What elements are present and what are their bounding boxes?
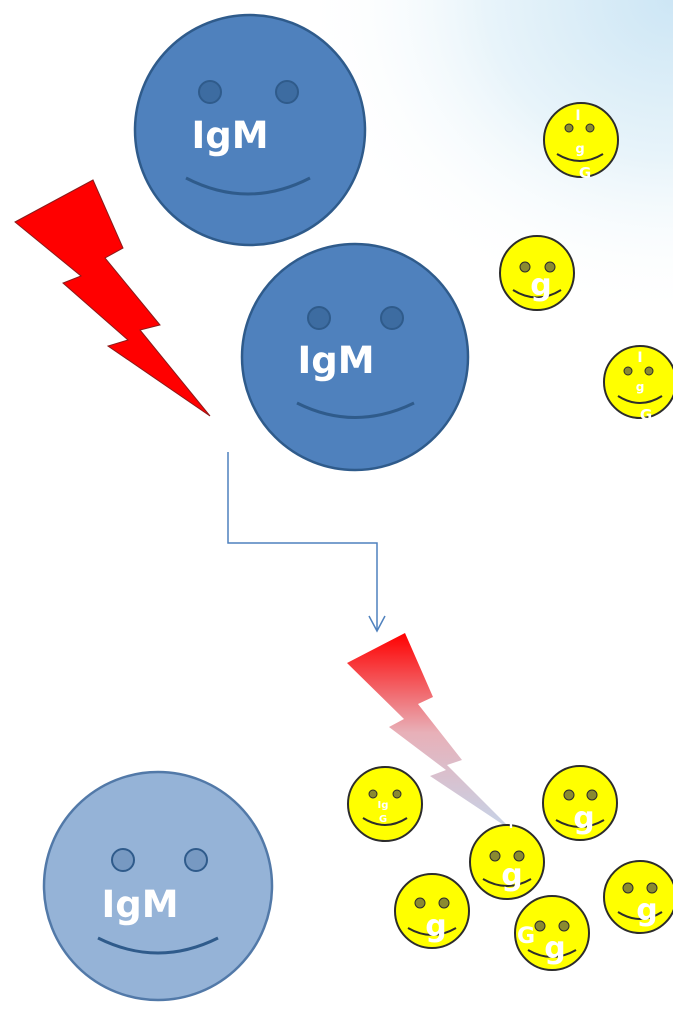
igg-smiley: Ig G: [347, 766, 423, 842]
igg-smiley: I g G: [603, 345, 673, 424]
igg-smiley: I g: [469, 817, 545, 900]
igg-smiley: g: [603, 860, 673, 934]
svg-text:g: g: [636, 893, 657, 928]
svg-text:G: G: [517, 924, 535, 949]
svg-text:I: I: [637, 350, 642, 366]
svg-text:G: G: [640, 406, 652, 424]
svg-text:g: g: [425, 909, 446, 944]
svg-text:I: I: [575, 108, 580, 124]
lightning-bolt-icon: [14, 179, 211, 417]
arrow-head: [368, 615, 386, 633]
svg-text:g: g: [636, 380, 645, 394]
igg-smiley: g: [394, 873, 470, 949]
igm-label: IgM: [101, 883, 178, 926]
igm-smiley-top: IgM: [133, 13, 367, 247]
igg-smiley: g: [499, 235, 575, 311]
svg-text:g: g: [575, 142, 584, 157]
svg-text:g: g: [573, 801, 594, 836]
svg-text:g: g: [544, 931, 565, 966]
svg-text:Ig: Ig: [378, 800, 389, 811]
svg-text:I: I: [509, 817, 513, 831]
svg-text:g: g: [530, 268, 551, 303]
lightning-bolt-icon: [347, 633, 514, 832]
igm-label: IgM: [191, 114, 268, 157]
svg-text:G: G: [579, 164, 591, 182]
svg-text:G: G: [379, 814, 387, 825]
igm-smiley-faded: IgM: [42, 770, 274, 1002]
elbow-arrow-icon: [227, 452, 378, 630]
igg-smiley: g: [542, 765, 618, 841]
igg-smiley: G g: [514, 895, 590, 971]
svg-text:g: g: [501, 858, 522, 893]
igm-label: IgM: [297, 339, 374, 382]
igm-smiley-middle: IgM: [240, 242, 470, 472]
igg-smiley: I g G: [543, 102, 619, 182]
